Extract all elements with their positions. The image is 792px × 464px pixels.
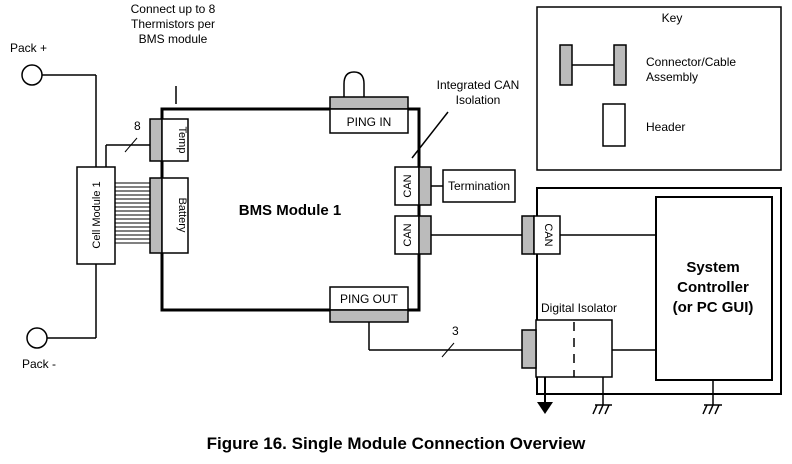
bms-module-box xyxy=(160,107,421,312)
chassis-ground-icon-controller xyxy=(702,380,722,415)
integrated-can-label-2: Isolation xyxy=(456,93,501,107)
bms-module-label: BMS Module 1 xyxy=(239,202,342,219)
temp-header xyxy=(161,118,189,162)
ping-out-wire-tick xyxy=(441,342,455,358)
key-connector-label-1: Connector/Cable xyxy=(646,55,736,69)
thermistor-wire-tick xyxy=(124,137,138,153)
can-top-connector xyxy=(418,166,432,206)
can-system-header xyxy=(533,215,561,255)
thermistor-note-2: Thermistors per xyxy=(131,17,215,31)
can-bottom-label: CAN xyxy=(402,223,414,246)
temp-label: Temp xyxy=(176,127,188,154)
can-top-label: CAN xyxy=(402,174,414,197)
system-controller-box xyxy=(655,196,773,381)
integrated-can-label-1: Integrated CAN xyxy=(437,78,520,92)
system-controller-label-2: Controller xyxy=(677,279,749,296)
cell-module-label: Cell Module 1 xyxy=(91,181,103,248)
key-connector-label-2: Assembly xyxy=(646,70,698,84)
wire-count-temp: 8 xyxy=(134,119,141,133)
digital-isolator-label: Digital Isolator xyxy=(541,301,617,315)
pack-plus-terminal xyxy=(21,64,43,86)
key-connector-symbol xyxy=(559,44,627,86)
key-header-symbol xyxy=(602,103,626,147)
key-title: Key xyxy=(662,11,683,25)
battery-header xyxy=(161,177,189,254)
temp-connector xyxy=(149,118,163,162)
figure-caption: Figure 16. Single Module Connection Over… xyxy=(207,434,587,453)
battery-connector xyxy=(149,177,163,254)
can-bottom-connector xyxy=(418,215,432,255)
termination-label: Termination xyxy=(448,179,510,193)
pack-minus-label: Pack - xyxy=(22,357,56,371)
ping-in-header xyxy=(329,108,409,134)
system-controller-label-1: System xyxy=(686,259,739,276)
ping-out-label: PING OUT xyxy=(340,292,399,306)
ping-in-label: PING IN xyxy=(347,115,392,129)
can-system-connector xyxy=(521,215,535,255)
battery-wire-bundle xyxy=(115,182,150,244)
battery-label: Battery xyxy=(176,198,188,233)
system-controller-label-3: (or PC GUI) xyxy=(673,299,754,316)
key-header-label: Header xyxy=(646,120,685,134)
key-box xyxy=(536,6,782,171)
ping-in-loopback xyxy=(343,71,365,97)
thermistor-note-3: BMS module xyxy=(139,32,208,46)
termination-box xyxy=(442,169,516,203)
ground-arrow-icon xyxy=(537,377,553,414)
wire-count-isolator: 3 xyxy=(452,324,459,338)
thermistor-note-1: Connect up to 8 xyxy=(131,2,216,16)
chassis-ground-icon xyxy=(592,377,612,415)
can-system-label: CAN xyxy=(542,223,554,246)
ping-in-connector xyxy=(329,96,409,110)
pack-minus-terminal xyxy=(26,327,48,349)
can-top-header xyxy=(394,166,420,206)
integrated-can-pointer xyxy=(411,111,449,159)
isolator-connector xyxy=(521,329,537,369)
pack-plus-label: Pack + xyxy=(10,41,47,55)
ping-out-connector xyxy=(329,309,409,323)
